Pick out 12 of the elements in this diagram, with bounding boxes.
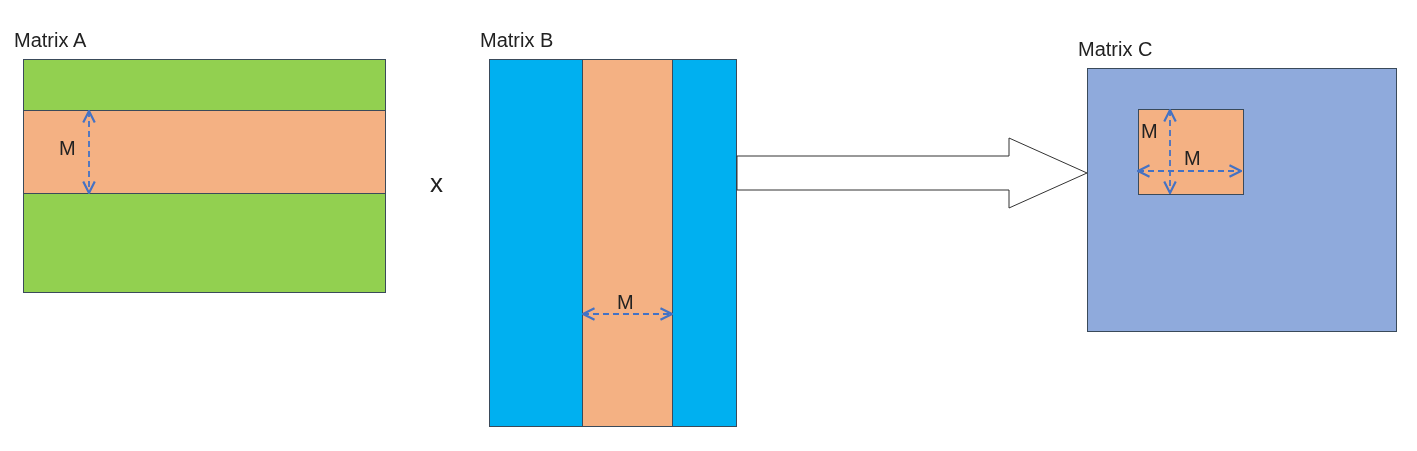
dimension-label: M [1141, 120, 1158, 142]
dimension-label: M [59, 137, 76, 159]
dimension-label: M [1184, 147, 1201, 169]
block-arrow [736, 137, 1088, 209]
dimension-label: M [617, 291, 634, 313]
row-band [24, 110, 385, 194]
matrix-title: Matrix A [14, 28, 87, 52]
block-rectangle [1138, 109, 1244, 195]
multiply-sign: x [430, 172, 443, 194]
column-band [582, 60, 673, 426]
matrix-title: Matrix B [480, 28, 554, 52]
matrix-title: Matrix C [1078, 37, 1153, 61]
